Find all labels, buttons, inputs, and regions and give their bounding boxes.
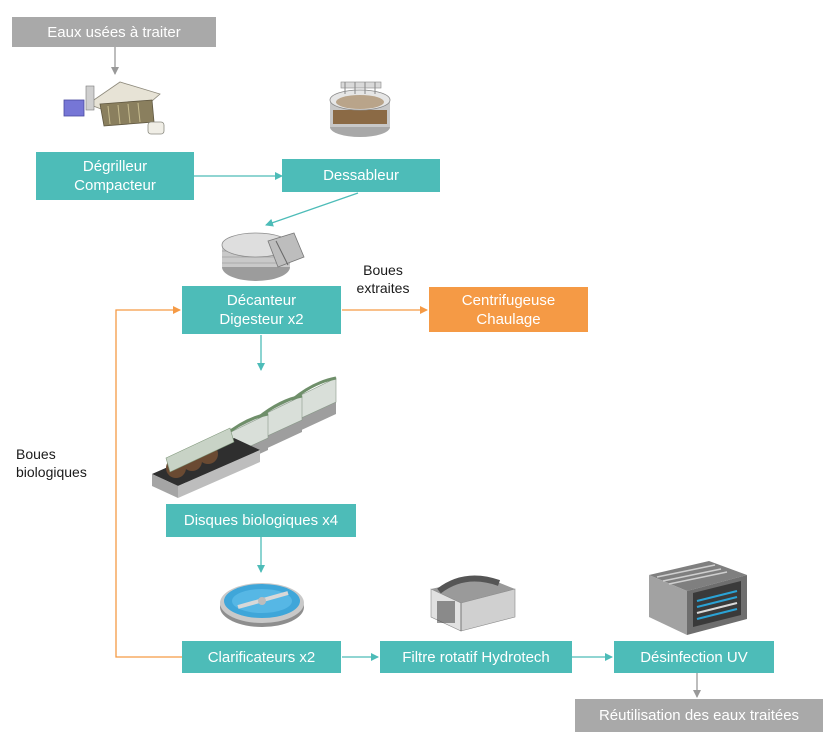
clarifier-icon bbox=[220, 583, 304, 627]
boues-extraites-line1: Boues bbox=[363, 262, 403, 278]
uv-disinfection-icon bbox=[649, 561, 747, 635]
dessableur-label: Dessableur bbox=[323, 167, 399, 184]
settling-digester-icon bbox=[221, 232, 305, 281]
screen-compactor-icon bbox=[63, 81, 165, 135]
centrifugeuse-line1: Centrifugeuse bbox=[461, 291, 556, 309]
boues-biologiques-line1: Boues bbox=[16, 446, 56, 462]
centrifugeuse-line2: Chaulage bbox=[476, 310, 541, 328]
boues-extraites-line2: extraites bbox=[356, 280, 410, 296]
boues-biologiques-line2: biologiques bbox=[16, 464, 87, 480]
desinfection-uv-box: Désinfection UV bbox=[614, 641, 774, 673]
filtre-rotatif-box: Filtre rotatif Hydrotech bbox=[380, 641, 572, 673]
arrow-sludge-recirculation bbox=[115, 306, 182, 658]
degrilleur-line1: Dégrilleur bbox=[82, 158, 148, 175]
disques-biologiques-box: Disques biologiques x4 bbox=[166, 504, 356, 537]
clarificateurs-box: Clarificateurs x2 bbox=[182, 641, 341, 673]
arrow-dessableur-to-decanteur bbox=[265, 192, 359, 227]
rotary-filter-icon bbox=[430, 575, 516, 632]
input-label: Eaux usées à traiter bbox=[47, 23, 181, 41]
degrilleur-compacteur-box: Dégrilleur Compacteur bbox=[36, 152, 194, 200]
disques-label: Disques biologiques x4 bbox=[183, 512, 339, 529]
output-reuse-box: Réutilisation des eaux traitées bbox=[575, 699, 823, 732]
decanteur-line1: Décanteur bbox=[226, 292, 297, 309]
grit-chamber-icon bbox=[329, 81, 391, 137]
input-wastewater-box: Eaux usées à traiter bbox=[12, 17, 216, 47]
boues-biologiques-label: Boues biologiques bbox=[16, 445, 87, 481]
decanteur-digesteur-box: Décanteur Digesteur x2 bbox=[182, 286, 341, 334]
filtre-label: Filtre rotatif Hydrotech bbox=[402, 648, 550, 666]
output-label: Réutilisation des eaux traitées bbox=[598, 707, 800, 724]
boues-extraites-label: Boues extraites bbox=[350, 261, 416, 297]
desinfection-label: Désinfection UV bbox=[640, 648, 748, 666]
centrifugeuse-chaulage-box: Centrifugeuse Chaulage bbox=[429, 287, 588, 332]
clarificateurs-label: Clarificateurs x2 bbox=[207, 648, 316, 666]
biological-discs-icon bbox=[152, 376, 337, 498]
dessableur-box: Dessableur bbox=[282, 159, 440, 192]
degrilleur-line2: Compacteur bbox=[74, 177, 156, 194]
decanteur-line2: Digesteur x2 bbox=[219, 311, 304, 328]
